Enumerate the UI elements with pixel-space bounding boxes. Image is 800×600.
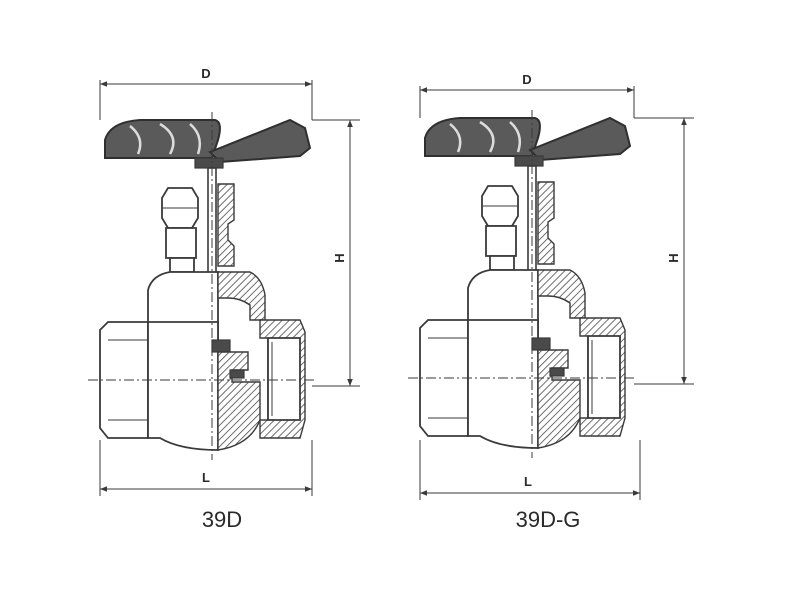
valve-39d-drawing [86,110,316,462]
figure-caption-39d-g: 39D-G [516,507,581,532]
figure-39d: D H L 39D [86,66,360,532]
dimension-h-39d: H [312,119,360,387]
dimension-d-label: D [201,66,210,81]
dimension-l-39d: L [99,440,313,496]
figure-caption-39d: 39D [202,507,242,532]
dimension-d-39d-g: D [419,72,635,118]
dimension-d-label: D [522,72,531,87]
valve-39d-g-drawing [406,108,636,460]
dimension-l-39d-g: L [419,440,641,500]
dimension-h-label: H [332,253,347,262]
dimension-h-label: H [666,253,681,262]
figure-39d-g: D H L 39D-G [406,72,694,532]
dimension-l-label: L [524,474,532,489]
dimension-d-39d: D [99,66,313,120]
dimension-l-label: L [202,470,210,485]
dimension-h-39d-g: H [634,117,694,385]
